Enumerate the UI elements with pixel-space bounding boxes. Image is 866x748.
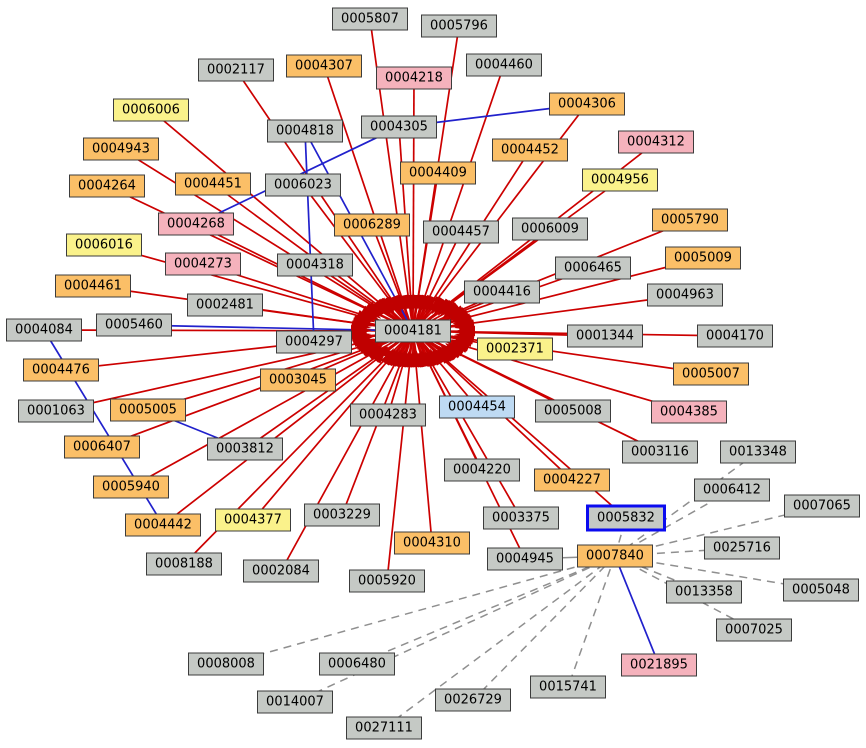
node-0004181[interactable]: 0004181 <box>375 319 451 343</box>
node-0007025[interactable]: 0007025 <box>716 618 792 642</box>
node-0006023[interactable]: 0006023 <box>265 173 341 197</box>
edge <box>614 451 759 557</box>
node-0003116[interactable]: 0003116 <box>622 440 698 464</box>
node-0004268[interactable]: 0004268 <box>158 212 234 236</box>
node-0005832[interactable]: 0005832 <box>586 504 666 532</box>
node-0021895[interactable]: 0021895 <box>621 653 697 677</box>
node-0025716[interactable]: 0025716 <box>704 536 780 560</box>
node-0004461[interactable]: 0004461 <box>55 274 131 298</box>
node-0008008[interactable]: 0008008 <box>188 652 264 676</box>
node-0004312[interactable]: 0004312 <box>618 130 694 154</box>
node-0005796[interactable]: 0005796 <box>421 14 497 38</box>
node-0004305[interactable]: 0004305 <box>361 115 437 139</box>
node-0002084[interactable]: 0002084 <box>243 559 319 583</box>
edge <box>614 555 755 631</box>
node-0004273[interactable]: 0004273 <box>165 252 241 276</box>
hub-arrowhead-blob <box>350 294 476 368</box>
edge <box>225 555 616 665</box>
node-0004218[interactable]: 0004218 <box>376 66 452 90</box>
node-0004963[interactable]: 0004963 <box>647 283 723 307</box>
node-0001063[interactable]: 0001063 <box>18 399 94 423</box>
node-0004377[interactable]: 0004377 <box>215 508 291 532</box>
node-0005009[interactable]: 0005009 <box>665 246 741 270</box>
hub-ring <box>359 301 467 361</box>
node-0004451[interactable]: 0004451 <box>175 172 251 196</box>
node-0007840[interactable]: 0007840 <box>577 544 653 568</box>
node-0006412[interactable]: 0006412 <box>694 478 770 502</box>
edge <box>294 555 616 703</box>
node-0008188[interactable]: 0008188 <box>146 552 222 576</box>
node-0004297[interactable]: 0004297 <box>276 330 352 354</box>
edge <box>614 555 660 666</box>
node-0003045[interactable]: 0003045 <box>260 368 336 392</box>
node-0004318[interactable]: 0004318 <box>277 253 353 277</box>
edge <box>304 130 315 343</box>
node-0005005[interactable]: 0005005 <box>110 398 186 422</box>
node-0006016[interactable]: 0006016 <box>66 233 142 257</box>
node-0004818[interactable]: 0004818 <box>267 119 343 143</box>
node-0002371[interactable]: 0002371 <box>477 337 553 361</box>
node-0006465[interactable]: 0006465 <box>555 256 631 280</box>
edge <box>472 555 616 701</box>
node-0004170[interactable]: 0004170 <box>697 324 773 348</box>
node-0002117[interactable]: 0002117 <box>198 58 274 82</box>
node-0001344[interactable]: 0001344 <box>567 324 643 348</box>
node-0006407[interactable]: 0006407 <box>64 435 140 459</box>
edge <box>386 294 418 582</box>
node-0004442[interactable]: 0004442 <box>125 513 201 537</box>
node-0003229[interactable]: 0003229 <box>304 503 380 527</box>
node-0004264[interactable]: 0004264 <box>69 174 145 198</box>
edge <box>567 555 616 688</box>
node-0006009[interactable]: 0006009 <box>512 217 588 241</box>
node-0004306[interactable]: 0004306 <box>549 92 625 116</box>
node-0006006[interactable]: 0006006 <box>113 98 189 122</box>
edge <box>383 555 616 729</box>
node-0005790[interactable]: 0005790 <box>652 208 728 232</box>
node-0005807[interactable]: 0005807 <box>332 7 408 31</box>
node-0014007[interactable]: 0014007 <box>257 690 333 714</box>
node-0007065[interactable]: 0007065 <box>784 494 860 518</box>
node-0026729[interactable]: 0026729 <box>435 688 511 712</box>
node-0015741[interactable]: 0015741 <box>530 675 606 699</box>
node-0005940[interactable]: 0005940 <box>93 475 169 499</box>
node-0004220[interactable]: 0004220 <box>444 458 520 482</box>
edge <box>356 555 616 665</box>
node-0005460[interactable]: 0005460 <box>96 313 172 337</box>
node-0004476[interactable]: 0004476 <box>23 358 99 382</box>
node-0004310[interactable]: 0004310 <box>394 531 470 555</box>
node-0005008[interactable]: 0005008 <box>535 399 611 423</box>
node-0004956[interactable]: 0004956 <box>582 168 658 192</box>
node-0004460[interactable]: 0004460 <box>466 53 542 77</box>
node-0027111[interactable]: 0027111 <box>346 716 422 740</box>
node-0004454[interactable]: 0004454 <box>439 395 515 419</box>
node-0006480[interactable]: 0006480 <box>319 652 395 676</box>
node-0004307[interactable]: 0004307 <box>286 54 362 78</box>
node-0004385[interactable]: 0004385 <box>651 400 727 424</box>
node-0005048[interactable]: 0005048 <box>783 578 859 602</box>
node-0006289[interactable]: 0006289 <box>334 213 410 237</box>
node-0004283[interactable]: 0004283 <box>350 403 426 427</box>
node-0002481[interactable]: 0002481 <box>187 293 263 317</box>
node-0005007[interactable]: 0005007 <box>673 362 749 386</box>
node-0004409[interactable]: 0004409 <box>400 161 476 185</box>
node-0004457[interactable]: 0004457 <box>423 220 499 244</box>
node-0004416[interactable]: 0004416 <box>464 280 540 304</box>
node-0005920[interactable]: 0005920 <box>349 569 425 593</box>
node-0004945[interactable]: 0004945 <box>487 547 563 571</box>
node-0004943[interactable]: 0004943 <box>83 137 159 161</box>
node-0003375[interactable]: 0003375 <box>483 506 559 530</box>
node-0013358[interactable]: 0013358 <box>666 580 742 604</box>
node-0003812[interactable]: 0003812 <box>207 437 283 461</box>
node-0004227[interactable]: 0004227 <box>534 468 610 492</box>
node-0004084[interactable]: 0004084 <box>6 318 82 342</box>
node-0013348[interactable]: 0013348 <box>720 440 796 464</box>
node-0004452[interactable]: 0004452 <box>492 138 568 162</box>
